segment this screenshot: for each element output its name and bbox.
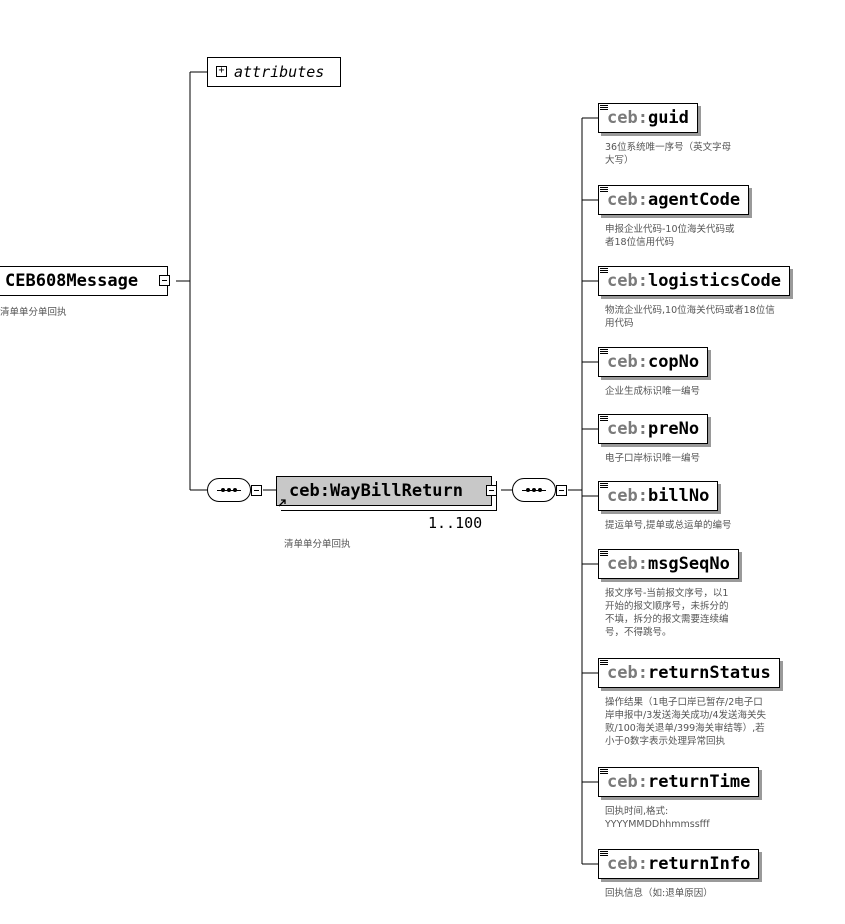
waybill-prefix: ceb: [289,481,330,501]
element-preNo[interactable]: ceb:preNo [598,414,709,444]
collapse-minus-icon[interactable] [251,485,262,496]
attributes-group[interactable]: + attributes [207,57,341,87]
documentation-icon [600,769,608,775]
documentation-icon [600,187,608,193]
element-description: 回执时间,格式: YYYYMMDDhhmmssfff [605,806,710,830]
element-returnInfo[interactable]: ceb:returnInfo [598,849,760,879]
waybill-description: 清单单分单回执 [284,539,351,550]
element-description: 回执信息（如:退单原因） [605,888,713,899]
element-guid[interactable]: ceb:guid [598,103,698,133]
element-description: 申报企业代码-10位海关代码或 者18位信用代码 [605,224,735,248]
sequence-compositor-icon[interactable] [207,478,251,502]
element-description: 电子口岸标识唯一编号 [605,453,701,464]
documentation-icon [600,268,608,274]
sequence-compositor-icon[interactable] [512,478,556,502]
element-msgSeqNo[interactable]: ceb:msgSeqNo [598,549,739,579]
collapse-minus-icon[interactable] [486,485,497,496]
collapse-minus-icon[interactable] [159,275,170,286]
element-agentCode[interactable]: ceb:agentCode [598,185,750,215]
documentation-icon [600,105,608,111]
waybill-return-element[interactable]: ceb:WayBillReturn [276,476,497,506]
root-element-name: CEB608Message [5,271,139,291]
element-logisticsCode[interactable]: ceb:logisticsCode [598,266,791,296]
documentation-icon [600,551,608,557]
element-billNo[interactable]: ceb:billNo [598,481,719,511]
reference-arrow-icon [278,499,286,507]
element-description: 操作结果（1电子口岸已暂存/2电子口 岸申报中/3发送海关成功/4发送海关失 败… [605,697,766,747]
root-element[interactable]: CEB608Message [0,266,170,296]
element-returnStatus[interactable]: ceb:returnStatus [598,658,780,688]
element-description: 物流企业代码,10位海关代码或者18位信 用代码 [605,305,775,329]
documentation-icon [600,660,608,666]
cardinality-label: 1..100 [428,514,483,532]
documentation-icon [600,851,608,857]
element-description: 36位系统唯一序号（英文字母 大写） [605,142,732,166]
waybill-name: WayBillReturn [329,481,464,501]
documentation-icon [600,349,608,355]
element-returnTime[interactable]: ceb:returnTime [598,767,760,797]
expand-plus-icon[interactable]: + [216,66,227,77]
element-copNo[interactable]: ceb:copNo [598,347,709,377]
element-description: 提运单号,提单或总运单的编号 [605,520,732,531]
collapse-minus-icon[interactable] [556,485,567,496]
documentation-icon [600,483,608,489]
element-description: 企业生成标识唯一编号 [605,386,701,397]
element-description: 报文序号-当前报文序号，以1 开始的报文顺序号，未拆分的 不填，拆分的报文需要连… [605,588,729,638]
attributes-label: attributes [234,63,325,81]
root-description: 清单单分单回执 [0,307,67,318]
documentation-icon [600,416,608,422]
